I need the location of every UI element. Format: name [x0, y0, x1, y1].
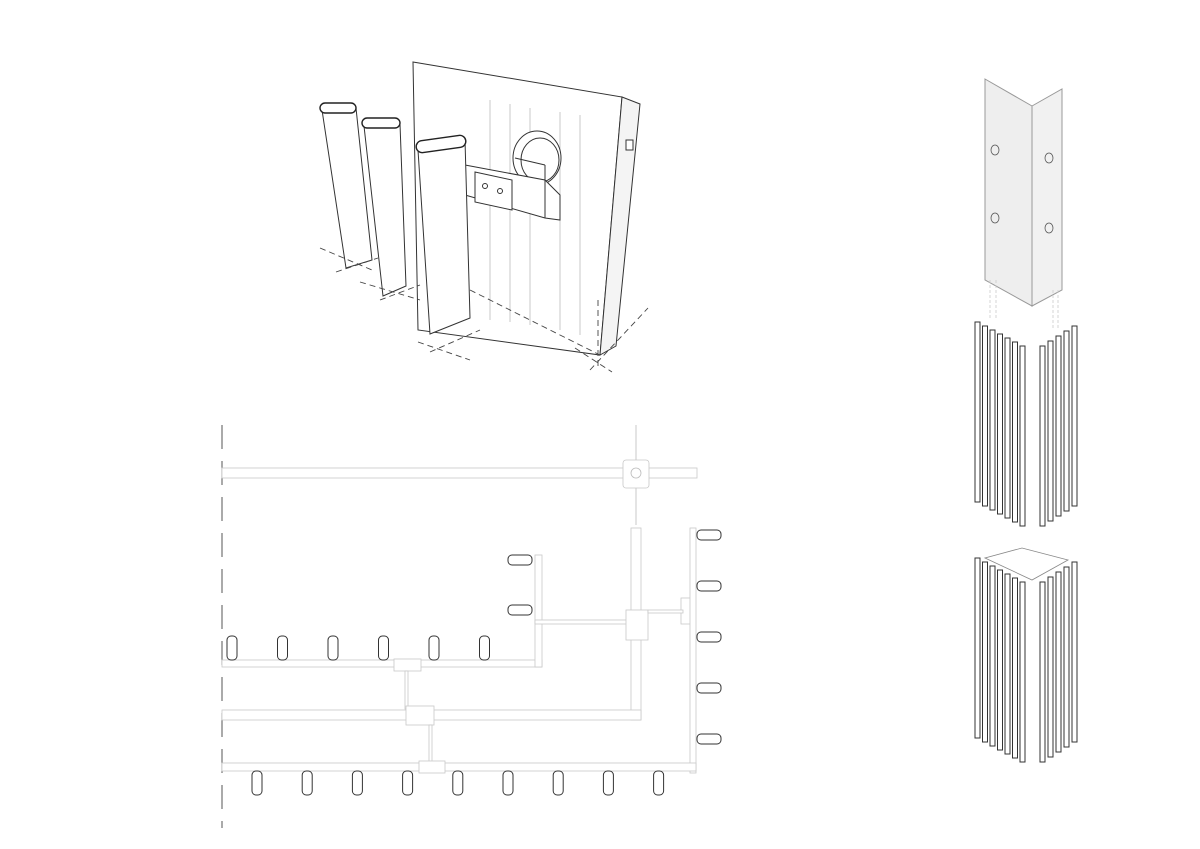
panel-section	[221, 467, 698, 479]
axonometric-fin-assembly	[319, 61, 649, 373]
bundle-fin-left	[1004, 573, 1011, 755]
bundle-fin-right	[1039, 345, 1046, 527]
plan-fin-right-column	[696, 733, 722, 745]
bundle-fin-right	[1055, 571, 1062, 753]
bundle-fin-left	[989, 329, 996, 511]
panel-bracket-plan	[622, 459, 650, 489]
bundle-fin-left	[997, 333, 1003, 515]
i-beam-node	[405, 705, 435, 726]
connection-plate	[474, 171, 513, 211]
bundle-fin-left	[982, 325, 988, 507]
plan-fin-left-row	[428, 635, 440, 661]
plan-fin-bottom-row	[653, 770, 665, 796]
plan-fin-bottom-row	[301, 770, 313, 796]
back-panel-edge	[599, 96, 641, 356]
fin-3	[415, 134, 471, 335]
dashed-grid-lines	[319, 247, 649, 373]
plan-fin-right-column	[696, 631, 722, 643]
rail-right-vertical	[689, 527, 697, 774]
fixing-brackets	[990, 144, 1054, 234]
bundle-fin-left	[974, 321, 981, 503]
plan-fin-left-row	[226, 635, 238, 661]
rail-left-vertical	[534, 554, 543, 668]
node-lower	[418, 760, 446, 774]
plan-fin-upper-side	[507, 604, 533, 616]
node-right	[625, 609, 649, 641]
plan-fin-bottom-row	[452, 770, 464, 796]
plan-view	[221, 425, 722, 828]
fin-1	[319, 102, 373, 269]
bundle-fin-right	[1071, 325, 1078, 507]
bundle-fin-left	[1012, 341, 1018, 523]
plan-fin-left-row	[327, 635, 339, 661]
plan-fin-bottom-row	[402, 770, 414, 796]
bundle-fin-left	[982, 561, 988, 743]
plan-fin-right-column	[696, 682, 722, 694]
plan-fin-bottom-row	[502, 770, 514, 796]
panel-bracket	[625, 139, 634, 151]
rail-left	[221, 659, 543, 668]
rail-bottom	[221, 762, 697, 772]
bundle-fin-left	[1019, 581, 1026, 763]
node-upper	[393, 658, 422, 672]
bundle-fin-right	[1039, 581, 1046, 763]
plan-fin-left-row	[479, 635, 490, 661]
arm-plan	[534, 619, 631, 625]
bundle-fin-left	[1012, 577, 1018, 759]
plan-fin-bottom-row	[602, 770, 614, 796]
bundle-fin-right	[1047, 340, 1054, 522]
plan-fins	[226, 529, 722, 796]
plan-fin-upper-side	[507, 554, 533, 566]
bundle-fin-left	[989, 565, 996, 747]
plan-fin-bottom-row	[552, 770, 564, 796]
fin-bundle-lower	[974, 547, 1078, 763]
fin-2	[361, 117, 407, 297]
plan-fin-right-column	[696, 529, 722, 541]
bundle-fin-left	[1004, 337, 1011, 519]
bundle-fin-left	[1019, 345, 1026, 527]
plan-fin-bottom-row	[251, 770, 263, 796]
bundle-fin-left	[974, 557, 981, 739]
plan-fin-bottom-row	[351, 770, 363, 796]
angle-cladding-right-face	[1031, 88, 1063, 307]
plan-fin-right-column	[696, 580, 722, 592]
bundle-fin-right	[1071, 561, 1078, 743]
fin-bundle-upper	[974, 321, 1078, 527]
bundle-fin-right	[1063, 330, 1070, 512]
bundle-fin-right	[1055, 335, 1062, 517]
bundle-fin-left	[997, 569, 1003, 751]
plan-fin-left-row	[277, 635, 288, 661]
bundle-fin-right	[1047, 576, 1054, 758]
bundle-fin-right	[1063, 566, 1070, 748]
plan-fin-left-row	[378, 635, 389, 661]
angle-cladding-left-face	[984, 78, 1033, 307]
corner-column-exploded	[974, 78, 1078, 763]
